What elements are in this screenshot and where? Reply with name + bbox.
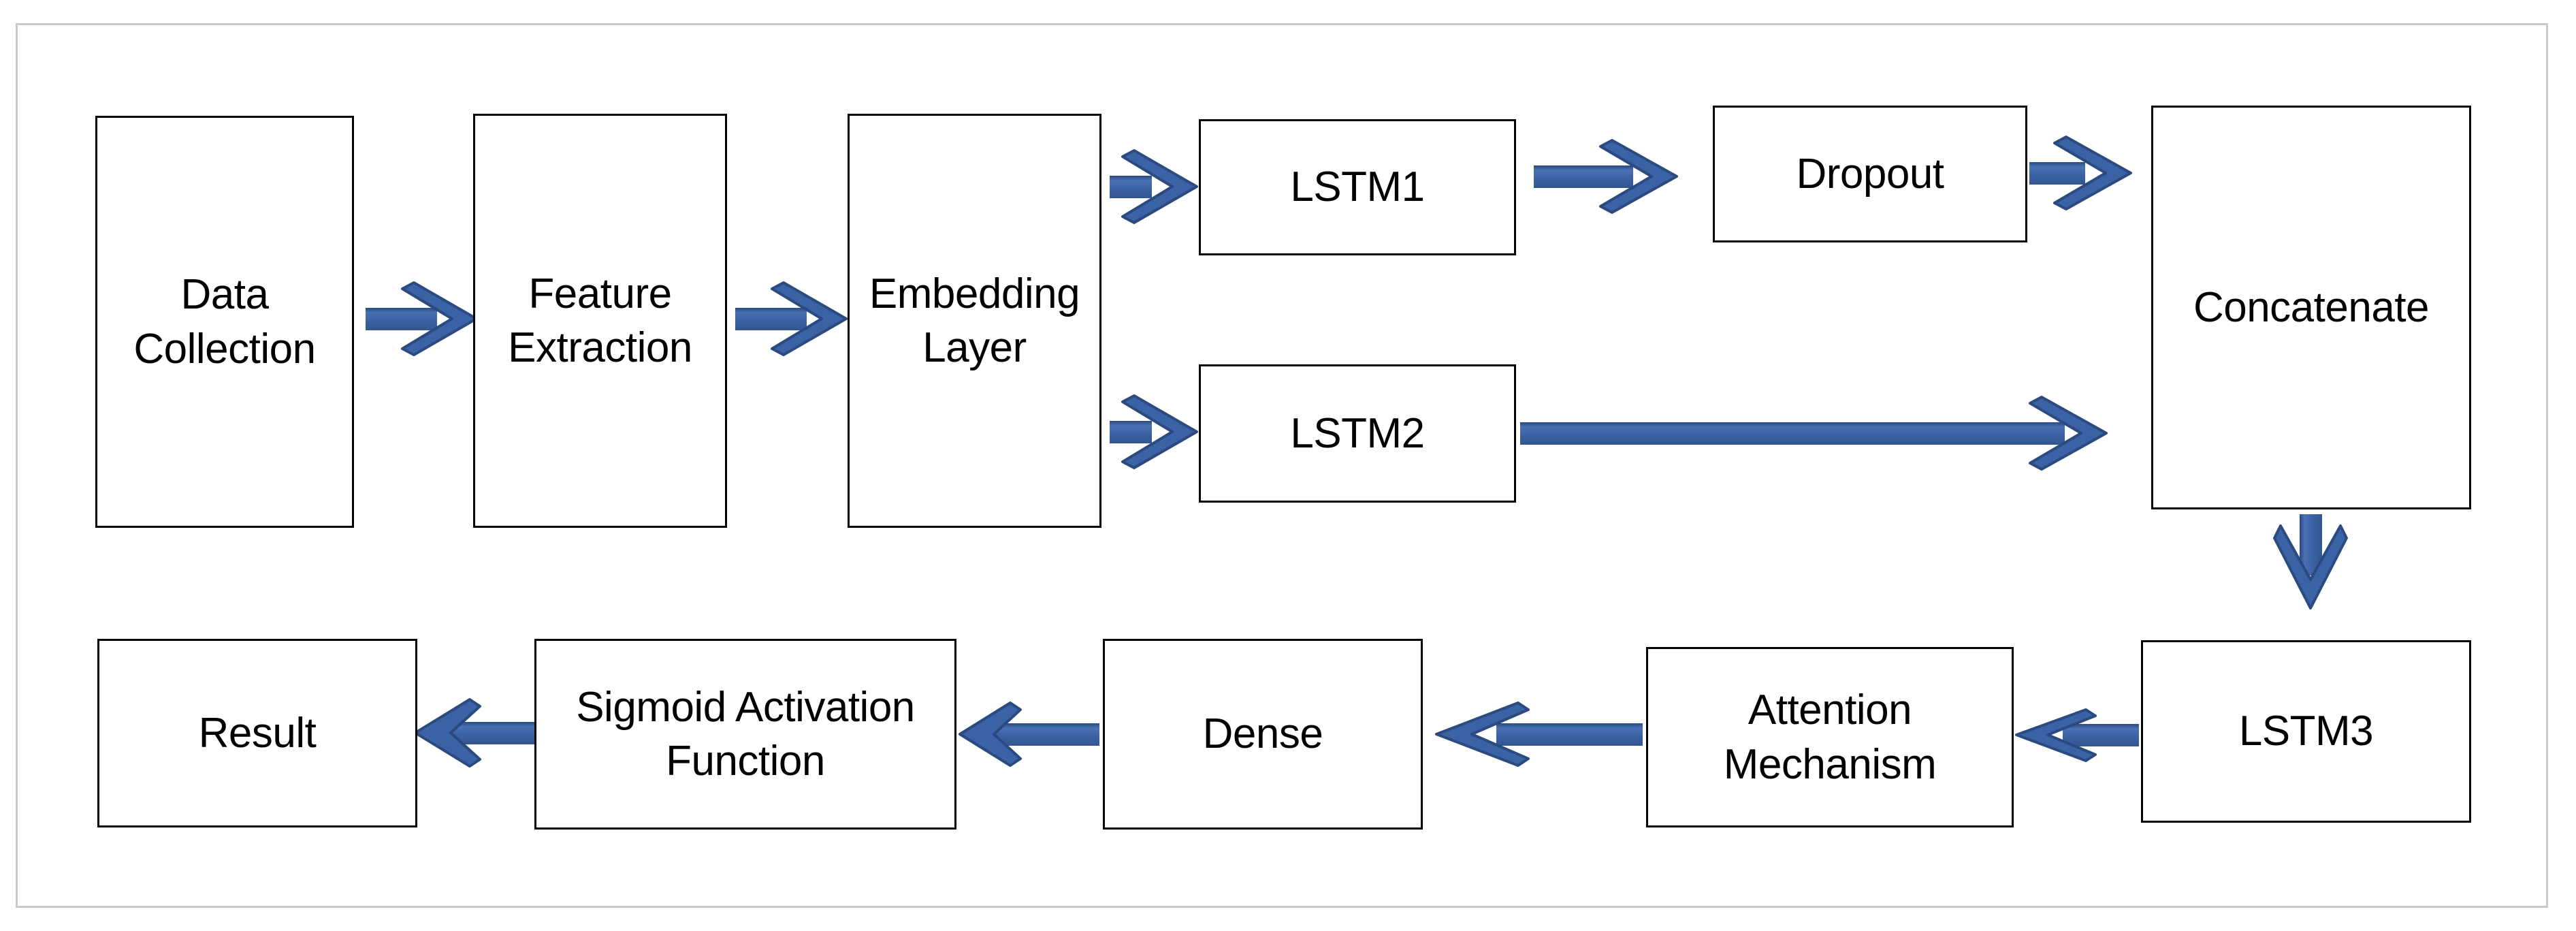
node-label: Feature Extraction bbox=[508, 270, 692, 371]
node-label: Sigmoid Activation Function bbox=[576, 683, 915, 785]
node-label: Result bbox=[198, 709, 317, 757]
node-lstm3[interactable]: LSTM3 bbox=[2141, 640, 2471, 823]
node-label: LSTM1 bbox=[1290, 163, 1425, 211]
node-label: Dropout bbox=[1796, 150, 1944, 198]
node-label: LSTM3 bbox=[2238, 708, 2374, 755]
node-label: LSTM2 bbox=[1290, 409, 1425, 457]
node-dense[interactable]: Dense bbox=[1103, 639, 1423, 830]
node-concatenate[interactable]: Concatenate bbox=[2151, 106, 2471, 509]
node-label: Attention Mechanism bbox=[1723, 687, 1937, 788]
node-lstm1[interactable]: LSTM1 bbox=[1199, 119, 1516, 255]
node-result[interactable]: Result bbox=[97, 639, 417, 827]
node-attention-mechanism[interactable]: Attention Mechanism bbox=[1646, 647, 2014, 827]
node-data-collection[interactable]: Data Collection bbox=[95, 116, 354, 528]
node-feature-extraction[interactable]: Feature Extraction bbox=[473, 114, 727, 528]
node-label: Dense bbox=[1202, 710, 1323, 758]
node-embedding-layer[interactable]: Embedding Layer bbox=[848, 114, 1101, 528]
node-label: Data Collection bbox=[133, 271, 316, 373]
node-label: Concatenate bbox=[2193, 283, 2430, 331]
node-label: Embedding Layer bbox=[869, 270, 1080, 371]
node-lstm2[interactable]: LSTM2 bbox=[1199, 364, 1516, 503]
node-dropout[interactable]: Dropout bbox=[1713, 106, 2027, 242]
node-sigmoid-activation-function[interactable]: Sigmoid Activation Function bbox=[534, 639, 956, 830]
